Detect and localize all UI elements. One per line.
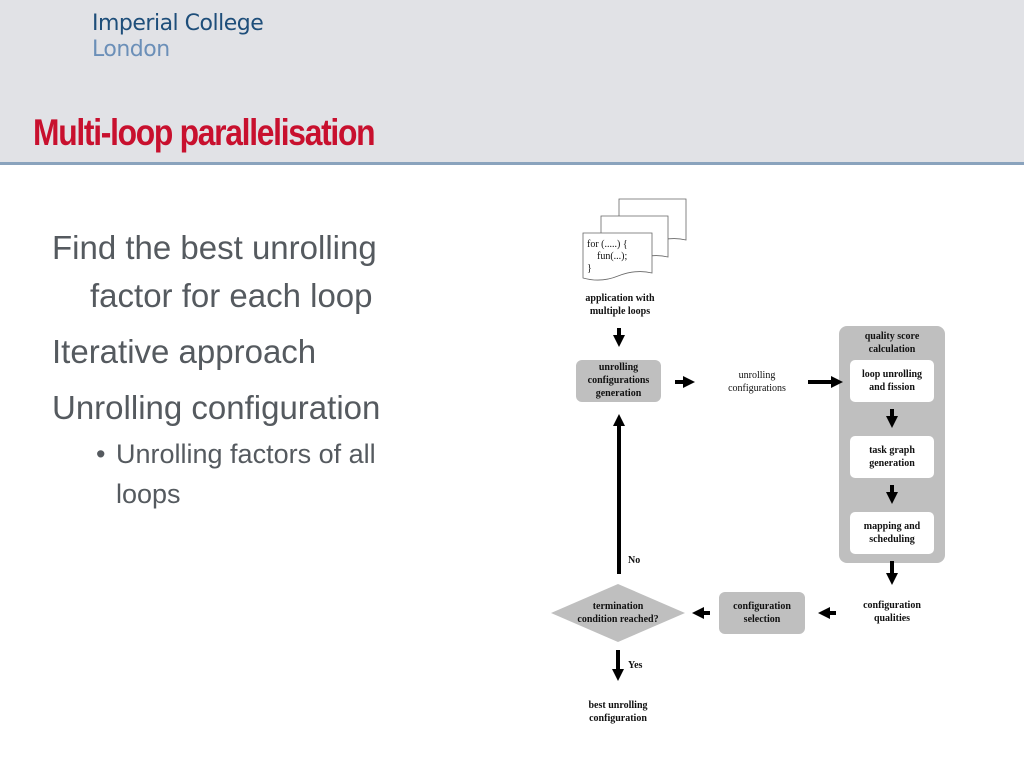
best-configuration-label: best unrolling configuration xyxy=(558,699,678,725)
bullet-list: Find the best unrolling factor for each l… xyxy=(52,224,482,514)
mapping-scheduling-label: mapping and scheduling xyxy=(850,520,934,546)
generation-line-3: generation xyxy=(595,388,642,399)
code-snippet: for (.....) { fun(...);} xyxy=(587,239,628,275)
yes-label: Yes xyxy=(628,660,643,671)
mapping-scheduling-box xyxy=(850,512,934,554)
mapping-line-1: mapping and xyxy=(863,521,921,532)
loop-unrolling-box xyxy=(850,360,934,402)
generation-line-1: unrolling xyxy=(598,362,639,373)
imperial-college-logo: Imperial College London xyxy=(92,11,264,63)
mapping-line-2: scheduling xyxy=(869,534,915,545)
loop-unrolling-line-2: and fission xyxy=(869,382,915,393)
flow-arrows xyxy=(612,328,898,681)
loop-unrolling-label: loop unrolling and fission xyxy=(850,368,934,394)
task-graph-box xyxy=(850,436,934,478)
task-graph-line-2: generation xyxy=(869,458,915,469)
application-line-1: application with xyxy=(585,293,655,304)
best-line-1: best unrolling xyxy=(588,700,648,711)
logo-line-2: London xyxy=(92,37,170,62)
sub-bullet-line1: Unrolling factors of all xyxy=(116,439,376,469)
termination-diamond xyxy=(551,584,685,642)
termination-label: termination condition reached? xyxy=(558,600,678,626)
bullet-best-unrolling-line2: factor for each loop xyxy=(90,277,373,314)
sub-bullet-line2: loops xyxy=(116,479,181,509)
code-line-1: for (.....) { xyxy=(587,239,628,250)
selection-box xyxy=(719,592,805,634)
quality-score-line-2: calculation xyxy=(868,344,916,355)
configuration-selection-label: configuration selection xyxy=(719,600,805,626)
qualities-line-2: qualities xyxy=(873,613,911,624)
application-label: application with multiple loops xyxy=(560,292,680,318)
selection-line-1: configuration xyxy=(733,601,791,612)
termination-line-2: condition reached? xyxy=(577,614,659,625)
code-line-2: fun(...); xyxy=(587,251,628,262)
configuration-qualities-label: configuration qualities xyxy=(837,599,947,625)
bullet-best-unrolling-line1: Find the best unrolling xyxy=(52,229,377,266)
code-line-3: } xyxy=(587,263,592,274)
header-divider xyxy=(0,162,1024,165)
bullet-best-unrolling: Find the best unrolling factor for each l… xyxy=(52,224,482,320)
generation-label: unrolling configurations generation xyxy=(576,361,661,400)
configurations-line-1: unrolling xyxy=(738,370,776,381)
task-graph-line-1: task graph xyxy=(869,445,915,456)
quality-score-line-1: quality score xyxy=(864,331,920,342)
bullet-iterative-approach: Iterative approach xyxy=(52,333,317,370)
no-label: No xyxy=(628,555,641,566)
loop-unrolling-line-1: loop unrolling xyxy=(861,369,923,380)
generation-box xyxy=(576,360,661,402)
flow-diagram: for (.....) { fun(...);} application wit… xyxy=(540,190,960,735)
sub-bullet-unrolling-factors: • Unrolling factors of all loops xyxy=(96,434,482,514)
sub-bullet-marker: • xyxy=(96,439,106,469)
bullet-unrolling-configuration: Unrolling configuration xyxy=(52,389,381,426)
application-line-2: multiple loops xyxy=(589,306,651,317)
task-graph-label: task graph generation xyxy=(850,444,934,470)
selection-line-2: selection xyxy=(743,614,781,625)
unrolling-configurations-label: unrolling configurations xyxy=(707,369,807,395)
logo-line-1: Imperial College xyxy=(92,11,264,36)
termination-line-1: termination xyxy=(592,601,644,612)
flow-diagram-graphics xyxy=(551,198,945,681)
qualities-line-1: configuration xyxy=(863,600,921,611)
slide-header xyxy=(0,0,1024,162)
best-line-2: configuration xyxy=(589,713,647,724)
document-stack-icon xyxy=(582,198,687,281)
quality-score-label: quality score calculation xyxy=(839,330,945,356)
configurations-line-2: configurations xyxy=(728,383,786,394)
generation-line-2: configurations xyxy=(587,375,650,386)
slide-title: Multi-loop parallelisation xyxy=(33,112,376,153)
